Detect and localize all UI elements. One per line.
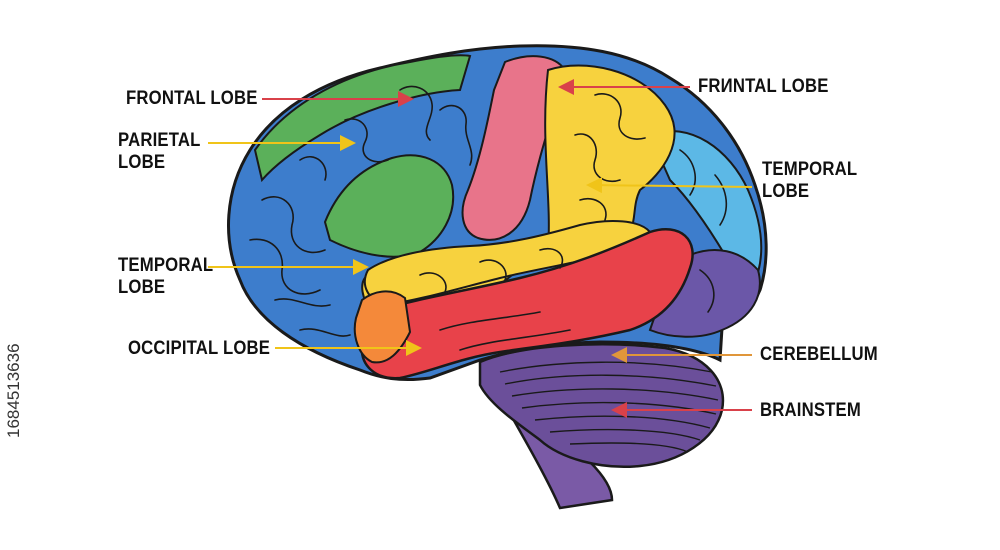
cerebellum-region <box>478 343 725 468</box>
label-temporal-right-line1: TEMPORAL <box>762 159 858 180</box>
label-occipital-text: OCCIPITAL LOBE <box>128 338 271 359</box>
label-frontal-lobe-right-text: FRИNTAL LOBE <box>698 76 829 97</box>
label-parietal-lobe: PARIETAL LOBE <box>118 130 201 174</box>
light-blue-region <box>648 130 763 290</box>
red-region <box>360 227 694 380</box>
label-occipital-lobe: OCCIPITAL LOBE <box>128 338 270 360</box>
label-frontal-lobe-left-text: FRONTAL LOBE <box>126 88 258 109</box>
label-brainstem: BRAINSTEM <box>760 400 861 422</box>
label-frontal-lobe-left: FRONTAL LOBE <box>126 88 258 110</box>
label-temporal-right-line2: LOBE <box>762 181 810 202</box>
label-temporal-left-line1: TEMPORAL <box>118 255 214 276</box>
label-brainstem-text: BRAINSTEM <box>760 400 861 421</box>
stock-id-watermark: 1684513636 <box>4 298 28 438</box>
stock-id-text: 1684513636 <box>4 343 23 438</box>
green-middle-region <box>323 154 455 258</box>
label-temporal-lobe-left: TEMPORAL LOBE <box>118 255 213 299</box>
label-temporal-lobe-right: TEMPORAL LOBE <box>762 159 857 203</box>
label-cerebellum: CEREBELLUM <box>760 344 878 366</box>
orange-region <box>353 290 412 364</box>
label-temporal-left-line2: LOBE <box>118 277 166 298</box>
label-cerebellum-text: CEREBELLUM <box>760 344 878 365</box>
label-parietal-line1: PARIETAL <box>118 130 201 151</box>
gyri-lines <box>249 85 728 351</box>
label-parietal-line2: LOBE <box>118 152 166 173</box>
arrow-temporal-right <box>586 177 753 194</box>
label-frontal-lobe-right: FRИNTAL LOBE <box>698 76 829 98</box>
